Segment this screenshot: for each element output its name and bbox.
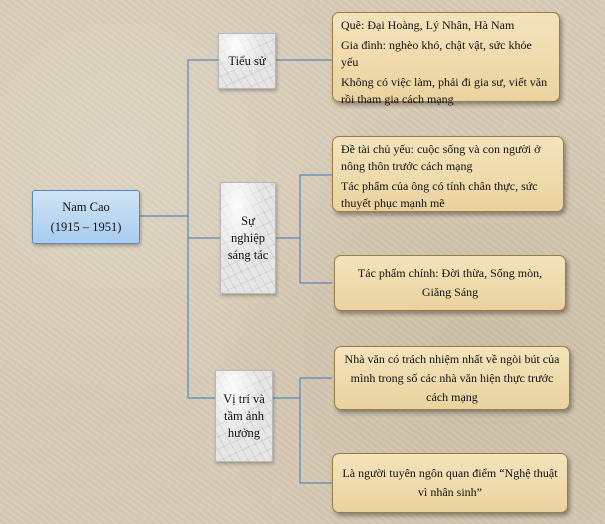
career-theme-topic: Đề tài chủ yếu: cuộc sống và con người ở… [341,142,541,173]
position-2-text: Là người tuyên ngôn quan điểm “Nghệ thuậ… [342,466,558,499]
category-bio: Tiểu sử [218,33,276,89]
position-1-text: Nhà văn có trách nhiệm nhất về ngòi bút … [344,351,560,404]
leaf-career-works: Tác phẩm chính: Đời thừa, Sống mòn, Giăn… [334,255,566,311]
leaf-position-2: Là người tuyên ngôn quan điểm “Nghệ thuậ… [332,453,568,513]
category-position-label: Vị trí và tầm ảnh hưởng [223,391,265,440]
root-node: Nam Cao (1915 – 1951) [32,190,140,244]
category-bio-label: Tiểu sử [228,53,266,68]
leaf-position-1: Nhà văn có trách nhiệm nhất về ngòi bút … [334,346,570,410]
category-career: Sự nghiệp sáng tác [220,182,276,294]
leaf-career-theme: Đề tài chủ yếu: cuộc sống và con người ở… [332,136,564,212]
leaf-bio: Quê: Đại Hoàng, Lý Nhân, Hà Nam Gia đình… [332,12,560,106]
career-theme-quality: Tác phẩm của ông có tính chân thực, sức … [341,179,538,210]
career-works-text: Tác phẩm chính: Đời thừa, Sống mòn, Giăn… [357,266,543,299]
root-name: Nam Cao [62,200,110,214]
bio-family: Gia đình: nghèo khó, chật vật, sức khỏe … [341,38,532,69]
bio-career: Không có việc làm, phải đi gia sư, viết … [341,75,548,106]
bio-hometown: Quê: Đại Hoàng, Lý Nhân, Hà Nam [341,18,515,32]
category-position: Vị trí và tầm ảnh hưởng [215,370,273,462]
root-years: (1915 – 1951) [50,220,122,234]
category-career-label: Sự nghiệp sáng tác [227,213,269,262]
